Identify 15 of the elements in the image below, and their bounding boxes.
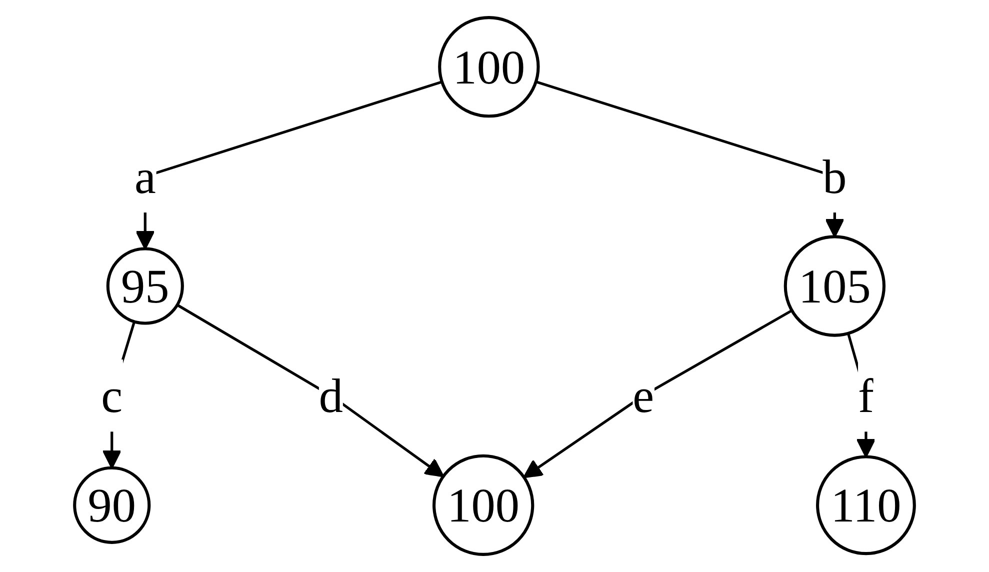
arrow [523, 309, 793, 478]
node-circle: 110 [816, 455, 916, 556]
arrow [176, 304, 444, 478]
edge-label: d [318, 368, 343, 423]
edge-label: a [134, 149, 156, 204]
node-circle: 100 [432, 454, 534, 556]
node-circle: 100 [438, 16, 540, 118]
node-circle: 90 [73, 466, 151, 544]
edge-label: b [822, 149, 847, 204]
edge-label: e [632, 368, 654, 423]
arrow [846, 333, 876, 458]
edge-label: f [858, 368, 874, 423]
edge-label: c [101, 368, 123, 423]
node-circle: 105 [784, 235, 886, 337]
node-circle: 95 [106, 247, 184, 325]
